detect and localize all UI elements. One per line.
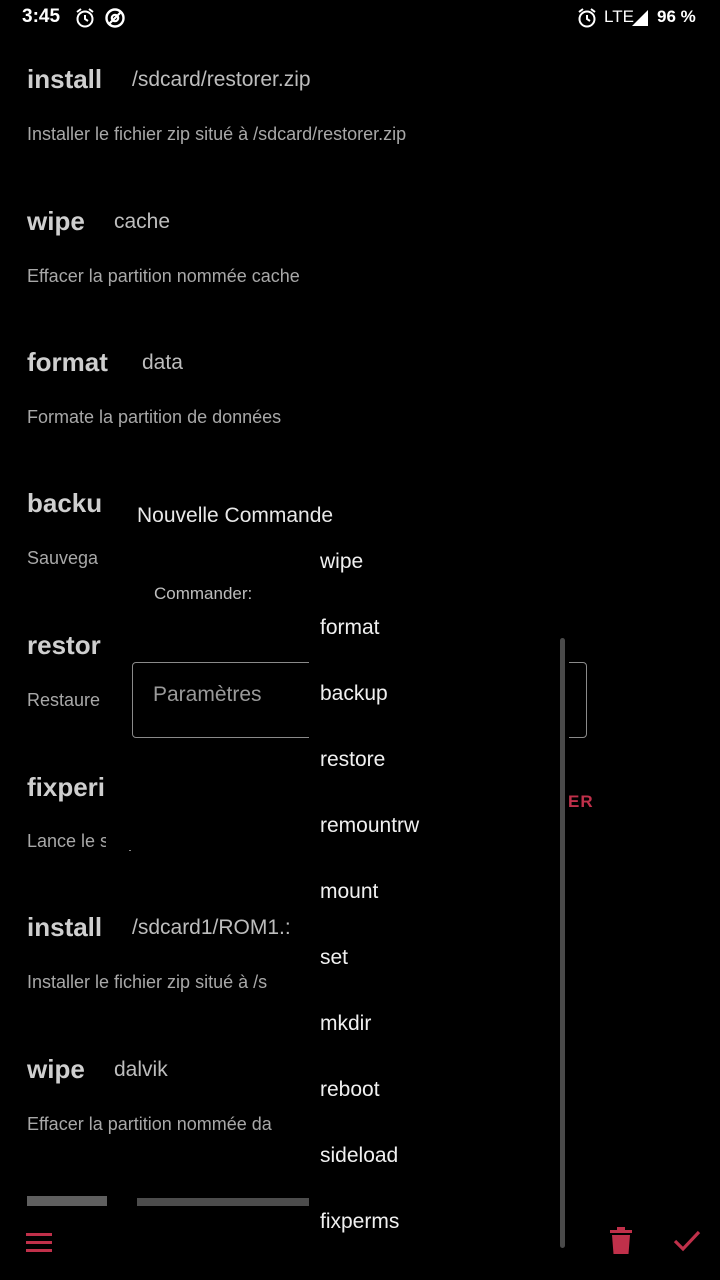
command-name: install bbox=[27, 912, 103, 942]
alarm-icon-right bbox=[576, 7, 598, 34]
command-name: format bbox=[27, 347, 108, 377]
command-desc: Installer le fichier zip situé à /s bbox=[27, 972, 268, 992]
command-desc: Restaure bbox=[27, 690, 101, 710]
at-sign-icon bbox=[104, 7, 126, 34]
command-dropdown[interactable]: wipe format backup restore remountrw mou… bbox=[309, 532, 569, 1280]
dialog-title: Nouvelle Commande bbox=[137, 504, 334, 527]
command-arg: dalvik bbox=[114, 1058, 168, 1081]
command-arg: /sdcard1/ROM1.: bbox=[132, 916, 291, 939]
command-desc: Effacer la partition nommée cache bbox=[27, 266, 300, 286]
dropdown-option[interactable]: format bbox=[320, 616, 380, 639]
dropdown-option[interactable]: fixperms bbox=[320, 1210, 400, 1233]
command-desc: Effacer la partition nommée da bbox=[27, 1114, 272, 1134]
alarm-icon bbox=[74, 7, 96, 34]
command-arg: data bbox=[142, 351, 183, 374]
dropdown-option[interactable]: mkdir bbox=[320, 1012, 372, 1035]
command-name: install bbox=[27, 64, 103, 94]
dropdown-option[interactable]: restore bbox=[320, 748, 386, 771]
command-arg: /sdcard/restorer.zip bbox=[132, 68, 311, 91]
command-name: fixperi bbox=[27, 772, 106, 802]
command-desc: Sauvega bbox=[27, 548, 99, 568]
dropdown-option[interactable]: backup bbox=[320, 682, 388, 705]
command-label: Commander: bbox=[154, 584, 253, 603]
dropdown-option[interactable]: remountrw bbox=[320, 814, 420, 837]
dialog-action-button[interactable]: ER bbox=[568, 792, 594, 811]
battery-level: 96 % bbox=[657, 7, 696, 26]
dropdown-scrollbar[interactable] bbox=[560, 638, 565, 1248]
dropdown-option[interactable]: sideload bbox=[320, 1144, 399, 1167]
dropdown-option[interactable]: mount bbox=[320, 880, 379, 903]
dropdown-option[interactable]: reboot bbox=[320, 1078, 380, 1101]
dropdown-option[interactable]: set bbox=[320, 946, 349, 969]
command-desc: Formate la partition de données bbox=[27, 407, 282, 427]
status-time: 3:45 bbox=[22, 6, 61, 27]
network-type: LTE bbox=[604, 7, 634, 26]
list-item-partial bbox=[27, 1196, 327, 1206]
command-desc: Installer le fichier zip situé à /sdcard… bbox=[27, 124, 407, 144]
command-arg: cache bbox=[114, 210, 171, 233]
status-bar: 3:45 LTE 96 % bbox=[0, 0, 720, 36]
delete-icon[interactable] bbox=[610, 1227, 632, 1260]
menu-icon[interactable] bbox=[26, 1231, 52, 1258]
command-name: wipe bbox=[27, 206, 85, 236]
command-name: wipe bbox=[27, 1054, 85, 1084]
confirm-check-icon[interactable] bbox=[673, 1229, 701, 1258]
command-name: backu bbox=[27, 488, 103, 518]
command-name: restor bbox=[27, 630, 101, 660]
dropdown-option[interactable]: wipe bbox=[320, 550, 364, 573]
signal-icon bbox=[631, 9, 649, 32]
